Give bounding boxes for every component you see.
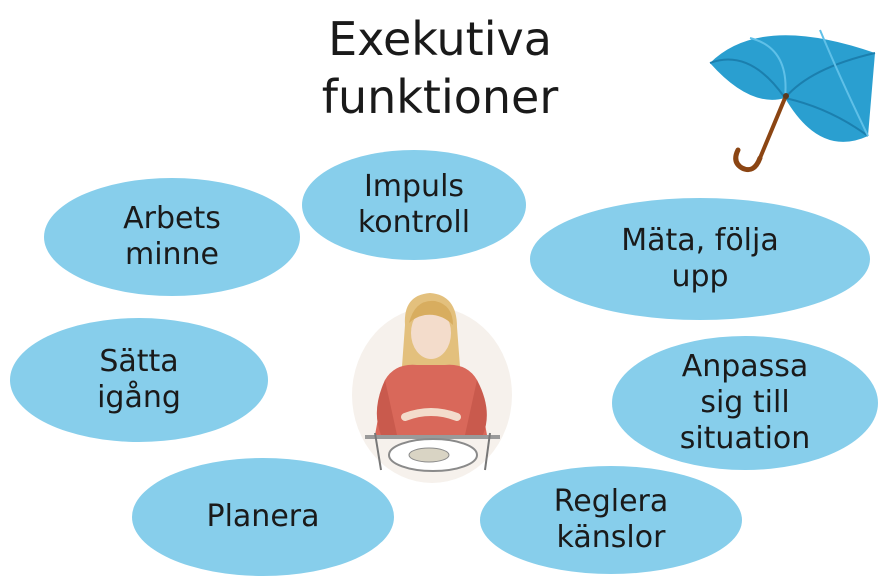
oval-label: känslor (556, 520, 666, 555)
oval-planera: Planera (132, 458, 394, 576)
page-title: Exekutiva funktioner (250, 10, 630, 126)
title-line-2: funktioner (321, 70, 559, 124)
title-line-1: Exekutiva (328, 12, 552, 66)
oval-label: Anpassa (681, 349, 809, 384)
oval-label: Planera (206, 499, 320, 534)
girl-with-plate-icon (352, 293, 512, 483)
oval-reglera-kanslor: Reglera känslor (480, 466, 742, 574)
oval-label: upp (671, 259, 729, 294)
umbrella-icon (709, 29, 876, 173)
oval-label: Arbets (123, 201, 221, 236)
oval-label: Sätta (99, 344, 179, 379)
oval-anpassa: Anpassa sig till situation (612, 336, 878, 470)
oval-label: sig till (700, 385, 790, 420)
oval-impulskontroll: Impuls kontroll (302, 150, 526, 260)
oval-label: Impuls (363, 169, 465, 204)
oval-label: Mäta, följa (621, 223, 779, 258)
oval-arbetsminne: Arbets minne (44, 178, 300, 296)
oval-mata-folja-upp: Mäta, följa upp (530, 198, 870, 320)
oval-label: kontroll (357, 205, 471, 240)
oval-label: minne (124, 237, 220, 272)
oval-label: situation (679, 421, 811, 456)
oval-label: igång (97, 380, 181, 415)
oval-satta-igang: Sätta igång (10, 318, 268, 442)
oval-label: Reglera (553, 484, 669, 519)
